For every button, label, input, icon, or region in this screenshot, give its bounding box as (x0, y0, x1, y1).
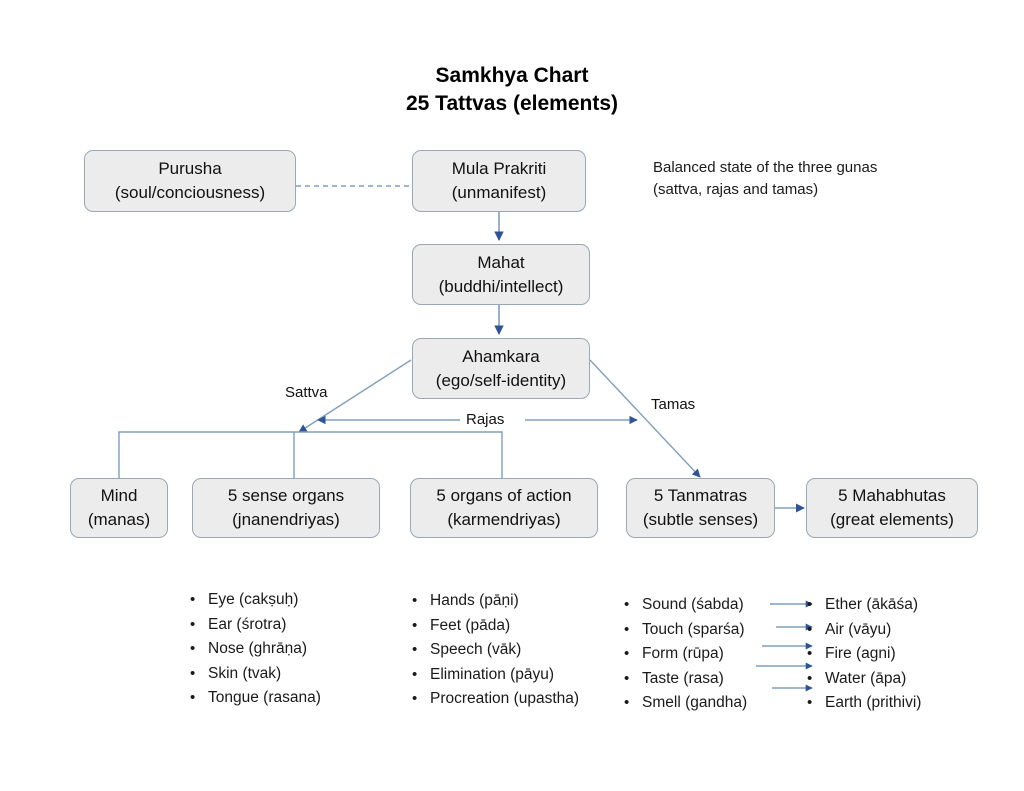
node-mahat-line2: (buddhi/intellect) (438, 276, 564, 296)
node-mula-prakriti-line1: Mula Prakriti (451, 159, 547, 178)
node-sense-organs-line1: 5 sense organs (227, 486, 345, 505)
list-item: Hands (pāṇi) (408, 589, 579, 614)
list-item: Form (rūpa) (620, 642, 747, 667)
node-mahat-line1: Mahat (477, 252, 525, 272)
node-purusha[interactable]: Purusha (soul/conciousness) (84, 150, 296, 212)
node-mind-line1: Mind (100, 486, 138, 505)
node-tanmatras-line1: 5 Tanmatras (653, 486, 748, 505)
list-item: Ear (śrotra) (186, 613, 321, 638)
node-ahamkara-line2: (ego/self-identity) (435, 370, 567, 390)
chart-title-line1: Samkhya Chart (435, 64, 589, 87)
node-mula-prakriti-line2: (unmanifest) (451, 183, 547, 202)
list-organs-of-action: Hands (pāṇi) Feet (pāda) Speech (vāk) El… (408, 589, 579, 712)
connector-tamas (589, 359, 701, 478)
list-item: Tongue (rasana) (186, 686, 321, 711)
edge-label-sattva: Sattva (285, 384, 328, 401)
node-mind-line2: (manas) (87, 510, 151, 529)
list-item: Air (vāyu) (803, 618, 921, 643)
list-item: Earth (prithivi) (803, 691, 921, 716)
list-tanmatras: Sound (śabda) Touch (sparśa) Form (rūpa)… (620, 593, 747, 716)
list-item: Elimination (pāyu) (408, 663, 579, 688)
list-item: Smell (gandha) (620, 691, 747, 716)
list-item: Sound (śabda) (620, 593, 747, 618)
chart-title: Samkhya Chart 25 Tattvas (elements) (0, 62, 1024, 118)
list-item: Speech (vāk) (408, 638, 579, 663)
node-purusha-line1: Purusha (158, 159, 222, 178)
node-organs-of-action-line1: 5 organs of action (436, 486, 572, 505)
list-item: Nose (ghrāṇa) (186, 637, 321, 662)
node-sense-organs[interactable]: 5 sense organs (jnanendriyas) (192, 478, 380, 538)
list-item: Feet (pāda) (408, 614, 579, 639)
gunas-note-line1: Balanced state of the three gunas (653, 159, 878, 176)
node-mind[interactable]: Mind (manas) (70, 478, 168, 538)
list-item: Water (āpa) (803, 667, 921, 692)
node-mula-prakriti[interactable]: Mula Prakriti (unmanifest) (412, 150, 586, 212)
node-organs-of-action-line2: (karmendriyas) (447, 510, 561, 529)
connector-bus-left (118, 431, 299, 478)
node-mahabhutas-line2: (great elements) (830, 510, 954, 529)
connector-bus-right (299, 431, 503, 478)
node-purusha-line2: (soul/conciousness) (114, 183, 266, 202)
list-item: Touch (sparśa) (620, 618, 747, 643)
list-item: Taste (rasa) (620, 667, 747, 692)
node-mahat[interactable]: Mahat (buddhi/intellect) (412, 244, 590, 305)
list-item: Procreation (upastha) (408, 687, 579, 712)
node-mahabhutas-line1: 5 Mahabhutas (838, 486, 946, 505)
list-item: Fire (agni) (803, 642, 921, 667)
edge-label-tamas: Tamas (651, 396, 696, 413)
list-item: Skin (tvak) (186, 662, 321, 687)
chart-title-line2: 25 Tattvas (elements) (405, 92, 619, 115)
node-sense-organs-line2: (jnanendriyas) (232, 510, 340, 529)
list-sense-organs: Eye (cakṣuḥ) Ear (śrotra) Nose (ghrāṇa) … (186, 588, 321, 711)
gunas-note-line2: (sattva, rajas and tamas) (653, 181, 819, 198)
node-ahamkara-line1: Ahamkara (462, 346, 540, 366)
node-organs-of-action[interactable]: 5 organs of action (karmendriyas) (410, 478, 598, 538)
node-tanmatras-line2: (subtle senses) (642, 510, 759, 529)
node-ahamkara[interactable]: Ahamkara (ego/self-identity) (412, 338, 590, 399)
node-tanmatras[interactable]: 5 Tanmatras (subtle senses) (626, 478, 775, 538)
list-mahabhutas: Ether (ākāśa) Air (vāyu) Fire (agni) Wat… (803, 593, 921, 716)
edge-label-rajas: Rajas (466, 411, 505, 428)
gunas-note: Balanced state of the three gunas (sattv… (653, 157, 877, 201)
node-mahabhutas[interactable]: 5 Mahabhutas (great elements) (806, 478, 978, 538)
list-item: Ether (ākāśa) (803, 593, 921, 618)
list-item: Eye (cakṣuḥ) (186, 588, 321, 613)
